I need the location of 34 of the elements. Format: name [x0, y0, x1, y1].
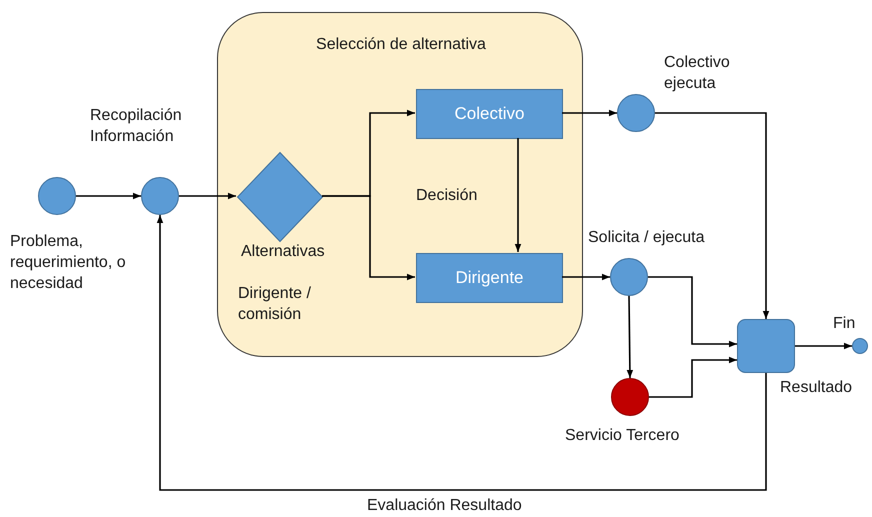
arrow — [649, 356, 737, 398]
node-caption: Colectivo ejecuta — [664, 53, 731, 94]
arrow — [156, 215, 767, 491]
arrow — [179, 192, 236, 200]
node-caption: Problema, requerimiento, o necesidad — [10, 232, 127, 294]
text-label: Decisión — [416, 186, 478, 206]
arrow — [795, 342, 852, 350]
panel-title: Selección de alternativa — [315, 35, 487, 55]
circle-node — [38, 177, 76, 215]
arrow — [626, 296, 634, 378]
arrow — [562, 110, 617, 116]
node-caption: Solicita / ejecuta — [588, 228, 705, 248]
decision-diamond — [237, 152, 323, 242]
node-caption: Resultado — [780, 378, 852, 398]
arrow — [514, 138, 522, 252]
circle-node — [617, 94, 655, 132]
circle-node — [610, 258, 648, 296]
process-box: Dirigente — [416, 253, 563, 303]
arrow — [655, 112, 770, 319]
circle-node — [611, 378, 649, 416]
arrow — [562, 274, 610, 280]
arrow — [76, 192, 141, 200]
circle-node — [852, 338, 868, 354]
group-panel — [217, 12, 583, 357]
arrow — [322, 195, 415, 280]
circle-node — [141, 177, 179, 215]
process-box — [737, 319, 795, 373]
node-caption: Alternativas — [241, 242, 325, 262]
node-caption: Recopilación Información — [90, 106, 183, 147]
arrow — [648, 276, 737, 348]
panel-note: Dirigente / comisión — [238, 284, 312, 325]
node-caption: Fin — [833, 314, 856, 334]
process-box: Colectivo — [416, 89, 563, 139]
node-caption: Servicio Tercero — [565, 426, 680, 446]
